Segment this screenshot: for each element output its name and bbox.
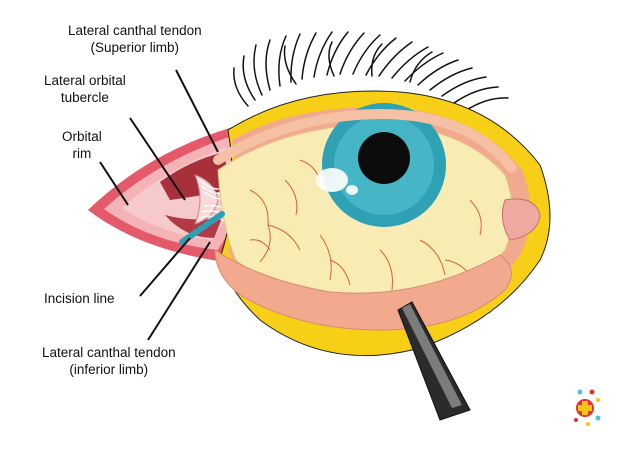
- medical-cross-logo-icon: [574, 389, 601, 426]
- label-superior-tendon: Lateral canthal tendon (Superior limb): [68, 22, 202, 56]
- lower-lid-everted: [214, 249, 512, 331]
- label-superior-tendon-line2: (Superior limb): [90, 40, 180, 55]
- eye-reflection: [316, 168, 348, 192]
- forceps-highlight: [402, 304, 462, 408]
- leader-lines: [99, 69, 219, 341]
- leader-orbital-tubercle: [129, 117, 186, 201]
- incision-line: [179, 211, 225, 245]
- caruncle: [501, 198, 541, 241]
- label-orbital-tubercle-line2: tubercle: [60, 90, 109, 105]
- label-orbital-tubercle: Lateral orbital tubercle: [44, 72, 126, 106]
- upper-lid-margin: [213, 108, 517, 173]
- leader-orbital-rim: [99, 161, 129, 206]
- label-orbital-tubercle-line1: Lateral orbital: [44, 73, 126, 88]
- label-incision: Incision line: [44, 290, 115, 307]
- eye-reflection-small: [346, 185, 358, 195]
- label-superior-tendon-line1: Lateral canthal tendon: [68, 23, 202, 38]
- label-incision-line1: Incision line: [44, 291, 115, 306]
- label-inferior-tendon-line2: (inferior limb): [69, 362, 149, 377]
- pupil: [358, 132, 410, 184]
- leader-superior-tendon: [175, 69, 219, 153]
- leader-incision: [139, 237, 191, 297]
- leader-inferior-tendon: [147, 241, 211, 341]
- upper-eyelashes: [233, 31, 509, 112]
- orbital-tubercle-bone: [194, 174, 219, 225]
- label-inferior-tendon-line1: Lateral canthal tendon: [42, 345, 176, 360]
- label-orbital-rim-line1: Orbital: [62, 129, 102, 144]
- label-orbital-rim-line2: rim: [72, 146, 92, 161]
- label-inferior-tendon: Lateral canthal tendon (inferior limb): [42, 344, 176, 378]
- label-orbital-rim: Orbital rim: [62, 128, 102, 162]
